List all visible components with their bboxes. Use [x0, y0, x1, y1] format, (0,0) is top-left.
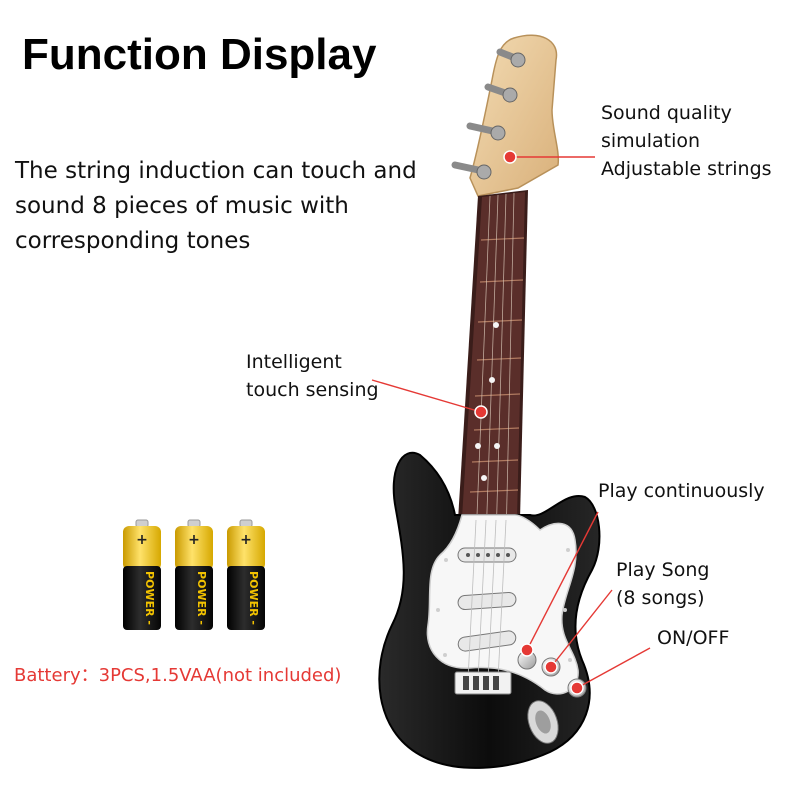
callout-play-song: Play Song (8 songs) [616, 556, 709, 612]
battery-power-label: POWER - [247, 571, 260, 625]
battery-2: + POWER - [175, 519, 213, 630]
callout-sound-quality-line1: Sound quality [601, 102, 732, 124]
callout-sound-quality-line3: Adjustable strings [601, 158, 772, 180]
callout-lines [371, 156, 651, 689]
battery-plus-label: + [240, 532, 252, 548]
callout-play-continuously: Play continuously [598, 480, 765, 502]
battery-plus-label: + [136, 532, 148, 548]
callout-dots [474, 150, 584, 695]
tuning-pegs [451, 48, 526, 180]
bridge [454, 671, 512, 695]
callout-touch-sensing-line2: touch sensing [246, 379, 379, 401]
callout-play-song-line2: (8 songs) [616, 587, 705, 609]
guitar-body [378, 452, 601, 769]
callout-on-off: ON/OFF [657, 627, 730, 649]
callout-touch-sensing: Intelligent touch sensing [246, 348, 379, 404]
battery-3: + POWER - [227, 519, 265, 630]
callout-sound-quality: Sound quality simulation Adjustable stri… [601, 99, 772, 183]
page-title: Function Display [22, 30, 377, 79]
battery-power-label: POWER - [195, 571, 208, 625]
battery-plus-label: + [188, 532, 200, 548]
guitar-neck [458, 190, 528, 541]
callout-sound-quality-line2: simulation [601, 130, 701, 152]
battery-power-label: POWER - [143, 571, 156, 625]
callout-touch-sensing-line1: Intelligent [246, 351, 342, 373]
battery-note: Battery：3PCS,1.5VAA(not included) [14, 665, 342, 686]
callout-play-song-line1: Play Song [616, 559, 710, 581]
feature-description: The string induction can touch and sound… [15, 158, 417, 254]
battery-1: + POWER - [123, 519, 161, 630]
